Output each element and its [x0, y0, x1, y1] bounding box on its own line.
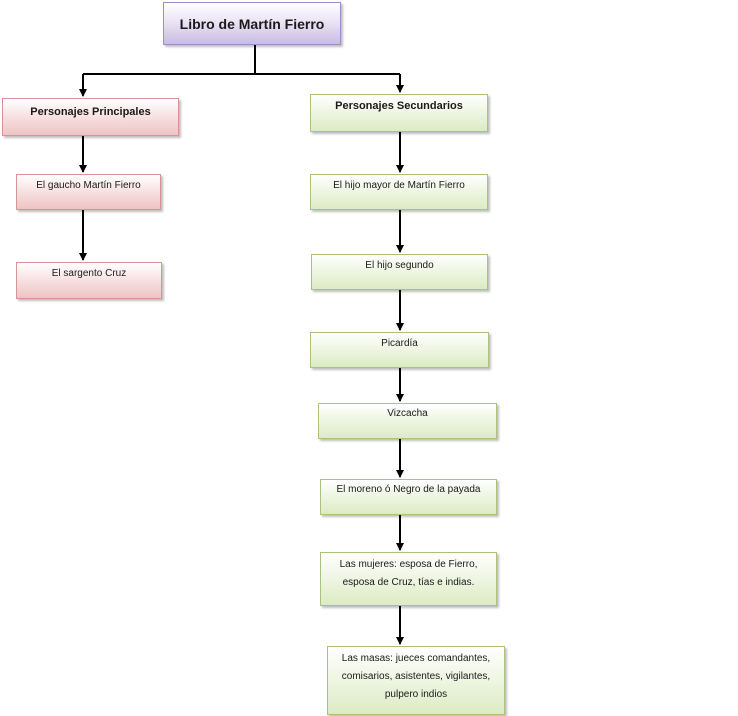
secondary-label-2: El hijo segundo [365, 260, 434, 271]
secondary-label-3: Picardía [381, 338, 418, 349]
secondary-node-4: Vizcacha [318, 403, 497, 439]
secondary-label-7: Las masas: jueces comandantes, comisario… [341, 653, 491, 700]
root-node: Libro de Martín Fierro [163, 2, 341, 45]
secondary-label-4: Vizcacha [387, 408, 428, 419]
secondary-node-5: El moreno ó Negro de la payada [320, 479, 497, 515]
secondary-node-7: Las masas: jueces comandantes, comisario… [327, 646, 505, 715]
root-label: Libro de Martín Fierro [179, 15, 325, 32]
secondary-header-node: Personajes Secundarios [310, 94, 488, 132]
secondary-header-label: Personajes Secundarios [335, 100, 463, 112]
secondary-label-1: El hijo mayor de Martín Fierro [333, 180, 465, 191]
principal-header-node: Personajes Principales [2, 98, 179, 136]
secondary-node-1: El hijo mayor de Martín Fierro [310, 174, 488, 210]
principal-node-2: El sargento Cruz [16, 262, 162, 299]
principal-label-2: El sargento Cruz [51, 268, 127, 279]
secondary-label-5: El moreno ó Negro de la payada [336, 484, 481, 495]
principal-header-label: Personajes Principales [30, 106, 151, 118]
principal-node-1: El gaucho Martín Fierro [16, 174, 161, 210]
principal-label-1: El gaucho Martín Fierro [36, 180, 141, 191]
secondary-node-2: El hijo segundo [311, 254, 488, 290]
secondary-node-3: Picardía [310, 332, 489, 368]
secondary-label-6: Las mujeres: esposa de Fierro, esposa de… [339, 559, 478, 588]
secondary-node-6: Las mujeres: esposa de Fierro, esposa de… [320, 552, 497, 606]
